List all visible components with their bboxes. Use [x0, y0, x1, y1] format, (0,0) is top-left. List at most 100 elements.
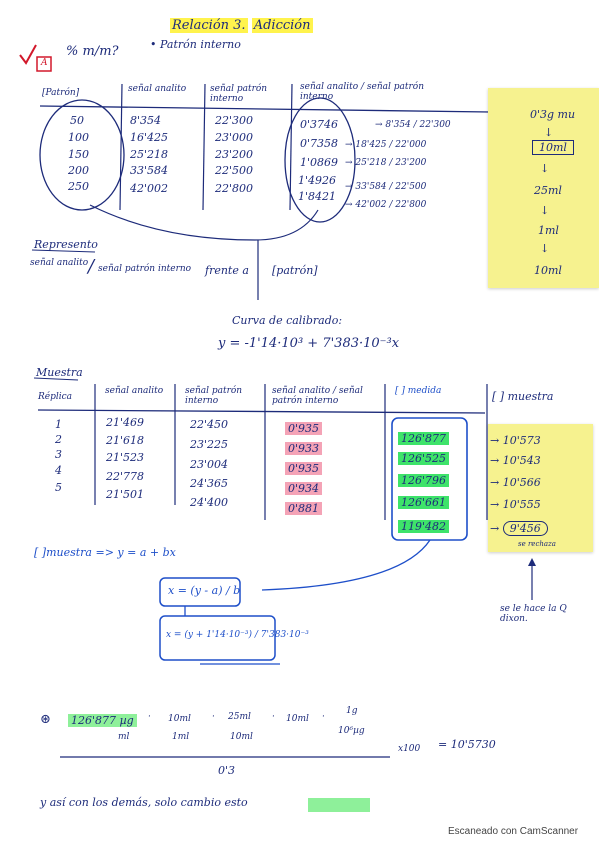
t2-r4-c2: 22'778: [106, 470, 145, 483]
t2-r3-c2: 21'523: [106, 451, 145, 464]
t2-r4-c4: 0'934: [285, 482, 323, 495]
sticky1-arrow-1: ↓: [540, 162, 550, 175]
t1-r2-c1: 100: [68, 131, 89, 144]
sticky-note-2: → 10'573 → 10'543 → 10'566 → 10'555 → 9'…: [488, 424, 593, 552]
t1-r4-c4: 1'4926: [298, 174, 337, 187]
sticky1-arrow-3: ↓: [540, 242, 550, 255]
sticky1-item-3: 1ml: [538, 224, 559, 237]
sticky1-arrow-0: ↓: [544, 126, 554, 139]
t1-r1-c4: 0'3746: [300, 118, 339, 131]
t1-r5-c4: 1'8421: [298, 190, 337, 203]
sticky1-item-0: 0'3g mu: [530, 108, 576, 121]
sticky1-item-4: 10ml: [534, 264, 562, 277]
sticky2-result: 9'456: [502, 521, 548, 536]
calc-frac3: 10ml: [286, 714, 309, 724]
curva-equation: y = -1'14·10³ + 7'383·10⁻³x: [218, 336, 400, 351]
represento-num: señal analito: [30, 258, 89, 268]
t1-r1-c5: → 8'354 / 22'300: [375, 120, 451, 130]
t1-r2-c4: 0'7358: [300, 137, 339, 150]
represento-label: Represento: [34, 238, 98, 251]
sticky2-row-2: → 10'566: [490, 476, 541, 489]
t2-r1-c2: 21'469: [106, 416, 145, 429]
t2-r3-c5: 126'796: [398, 474, 450, 487]
t1-r5-c3: 22'800: [215, 182, 254, 195]
t1-r4-c1: 200: [68, 164, 89, 177]
t2-r3-c4: 0'935: [285, 462, 323, 475]
t2-r5-c3: 24'400: [190, 496, 229, 509]
t2-r1-c1: 1: [55, 418, 62, 431]
t1-r3-c5: → 25'218 / 23'200: [345, 158, 427, 168]
t2-header-medida: [ ] medida: [395, 386, 442, 396]
calc-frac4-den: 10⁶µg: [338, 726, 365, 736]
t1-header-patron: [Patrón]: [42, 88, 80, 98]
calc-star: ⊛: [40, 712, 51, 727]
t1-r1-c5-text: 8'354 / 22'300: [385, 120, 451, 130]
calc-frac4-num: 1g: [346, 706, 358, 716]
calc-unit-ml: ml: [118, 732, 130, 742]
title-subtitle: Adicción: [251, 18, 313, 33]
t1-r5-c2: 42'002: [130, 182, 169, 195]
calc-value-text: 126'877 µg: [68, 714, 137, 727]
calc-dot-3: ·: [272, 712, 275, 722]
calc-den: 0'3: [218, 764, 236, 777]
formula-intro: [ ]muestra => y = a + bx: [34, 546, 176, 559]
t1-r1-c2: 8'354: [130, 114, 162, 127]
t2-header-ratio: señal analito / señal patrón interno: [272, 386, 363, 406]
t1-r2-c5: → 18'425 / 22'000: [345, 140, 427, 150]
page-title: Relación 3. Adicción: [170, 18, 313, 33]
curva-label: Curva de calibrado:: [232, 314, 343, 327]
calc-value: 126'877 µg: [68, 714, 137, 727]
sticky2-val-1: 10'543: [502, 454, 541, 467]
t2-r4-c3: 24'365: [190, 477, 229, 490]
t2-r5-c5: 119'482: [398, 520, 450, 533]
calc-dot-2: ·: [212, 712, 215, 722]
t1-r4-c5-text: 33'584 / 22'500: [355, 182, 427, 192]
t2-header-muestra: [ ] muestra: [492, 390, 554, 403]
t2-r1-c3: 22'450: [190, 418, 229, 431]
sticky2-row-1: → 10'543: [490, 454, 541, 467]
calc-frac1-num: 10ml: [168, 714, 191, 724]
t1-r5-c1: 250: [68, 180, 89, 193]
t1-r5-c5-text: 42'002 / 22'800: [355, 200, 427, 210]
calc-x100: x100: [398, 744, 421, 754]
t2-r2-c5: 126'525: [398, 452, 450, 465]
t2-r5-c4: 0'881: [285, 502, 323, 515]
muestra-label: Muestra: [36, 366, 83, 379]
t2-r4-c5: 126'661: [398, 496, 450, 509]
formula-1: x = (y - a) / b: [168, 584, 241, 597]
sticky2-row-4: → 9'456: [490, 521, 548, 536]
sticky2-note: se rechaza: [518, 540, 556, 548]
calc-result: = 10'5730: [438, 738, 496, 751]
sticky2-val-2: 10'566: [502, 476, 541, 489]
sticky1-item-1: 10ml: [532, 140, 574, 155]
t1-r4-c5: → 33'584 / 22'500: [345, 182, 427, 192]
t1-r4-c3: 22'500: [215, 164, 254, 177]
calc-frac2-num: 25ml: [228, 712, 251, 722]
t1-r2-c2: 16'425: [130, 131, 169, 144]
t1-r1-c3: 22'300: [215, 114, 254, 127]
represento-patron: [patrón]: [272, 264, 318, 277]
t1-r3-c4: 1'0869: [300, 156, 339, 169]
sticky2-val-0: 10'573: [502, 434, 541, 447]
t2-r2-c2: 21'618: [106, 434, 145, 447]
t2-r3-c3: 23'004: [190, 458, 229, 471]
t2-r1-c5: 126'877: [398, 432, 450, 445]
t1-header-ratio: señal analito / señal patrón interno: [300, 82, 425, 102]
sticky1-item-2: 25ml: [534, 184, 562, 197]
t2-r2-c4: 0'933: [285, 442, 323, 455]
t1-r5-c5: → 42'002 / 22'800: [345, 200, 427, 210]
t2-r5-c1: 5: [55, 481, 62, 494]
represento-den: señal patrón interno: [98, 264, 192, 274]
t1-r2-c3: 23'000: [215, 131, 254, 144]
boxed-mark: A: [41, 58, 48, 68]
percent-question: % m/m?: [66, 44, 119, 59]
scanner-footer: Escaneado con CamScanner: [448, 826, 579, 837]
t2-r2-c3: 23'225: [190, 438, 229, 451]
calc-dot-4: ·: [322, 712, 325, 722]
t1-header-analito: señal analito: [128, 84, 187, 94]
sticky2-row-3: → 10'555: [490, 498, 541, 511]
title-item2-text: Patrón interno: [160, 38, 241, 51]
title-relacion: Relación 3.: [170, 18, 248, 33]
t1-r3-c2: 25'218: [130, 148, 169, 161]
t1-r1-c1: 50: [70, 114, 84, 127]
